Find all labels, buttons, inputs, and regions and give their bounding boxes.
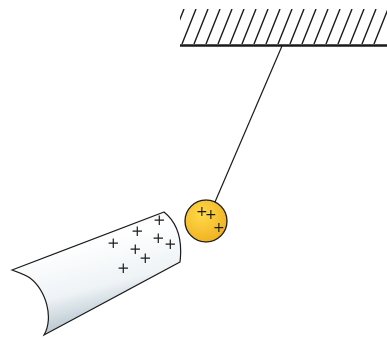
rod-charge: + [117, 259, 130, 277]
rod-body [10, 211, 182, 337]
rod-charge: + [107, 234, 120, 252]
rod-charge: + [139, 249, 152, 267]
rod-charge: + [131, 222, 144, 240]
ball-charge: + [205, 207, 217, 223]
ball-charge: + [213, 220, 225, 236]
ball-charge: + [196, 204, 208, 220]
ceiling-support [180, 9, 387, 47]
ceiling-hatching [180, 9, 387, 44]
rod-charge: + [129, 240, 142, 258]
rod-charge: + [164, 235, 177, 253]
charged-rod: + + + + + + + + [10, 211, 182, 337]
rod-charge: + [152, 229, 165, 247]
ball-body [184, 199, 228, 243]
charged-ball: + + + [184, 199, 228, 243]
rod-charge: + [153, 211, 166, 229]
suspension-thread [214, 45, 283, 203]
